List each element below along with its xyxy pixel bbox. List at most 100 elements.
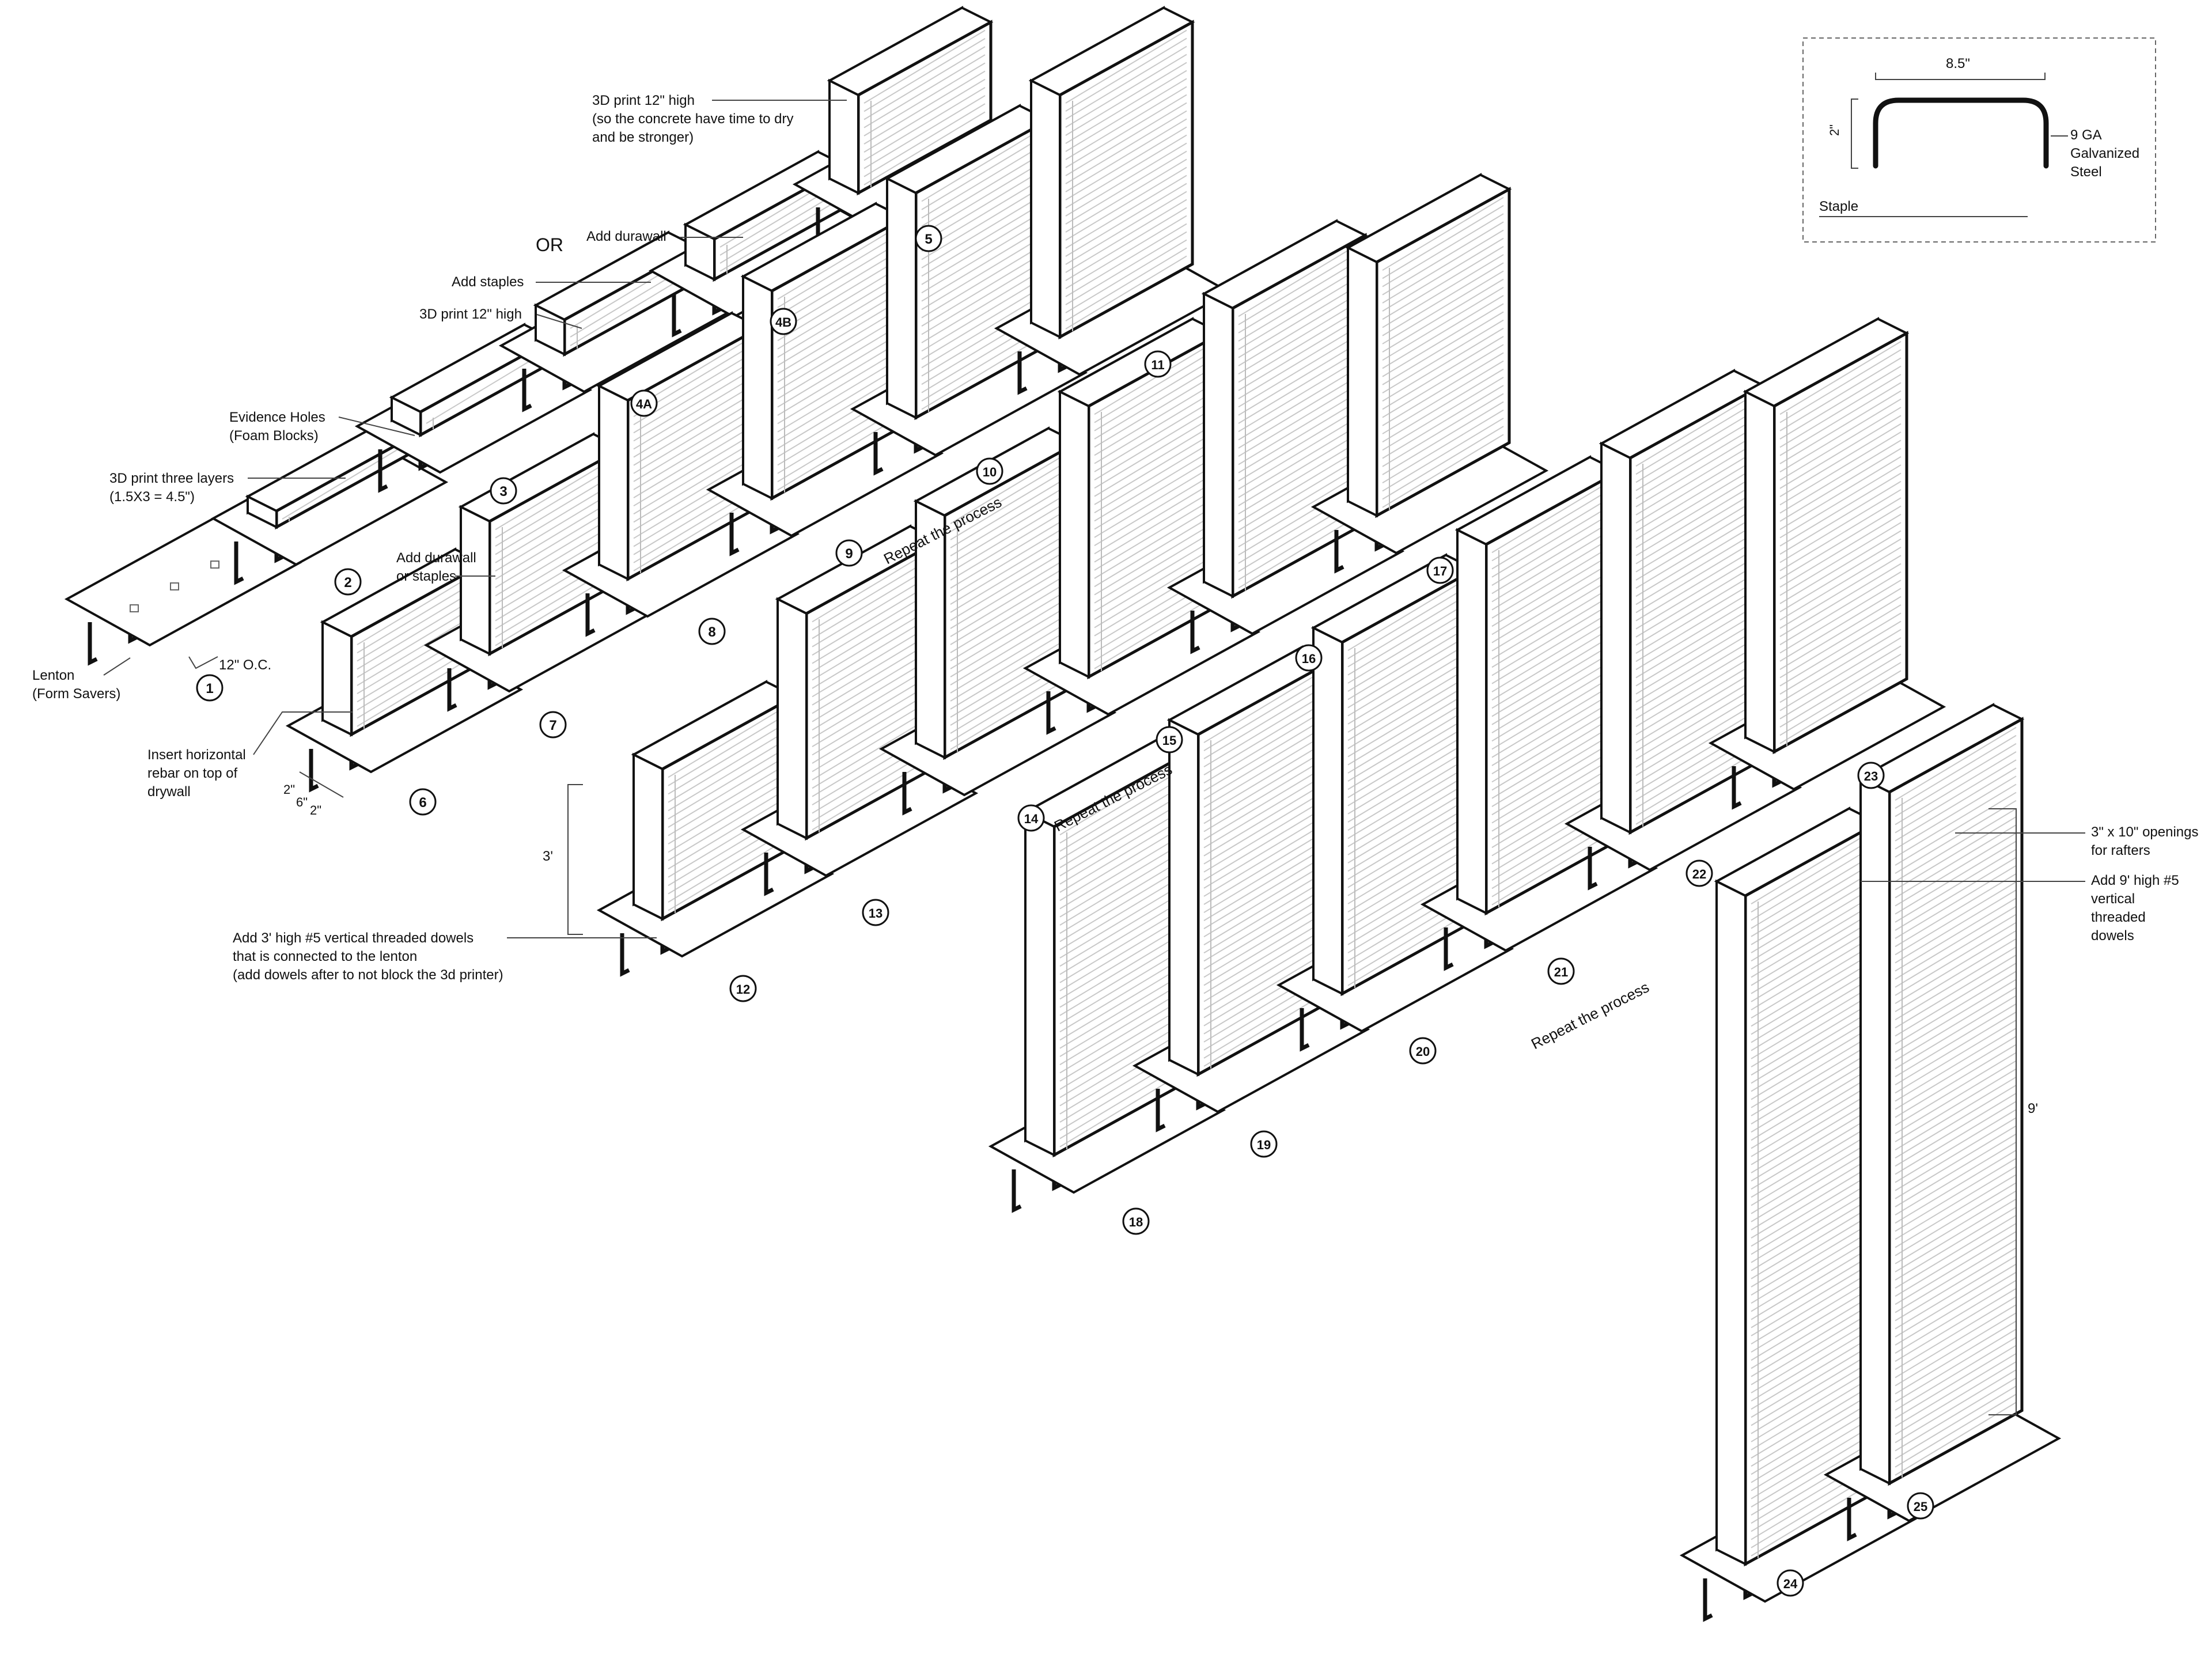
print-layer-line (1635, 571, 1758, 646)
print-layer-line (1382, 327, 1504, 402)
print-layer-line (1382, 401, 1504, 475)
print-layer-line (357, 588, 479, 662)
step-number-circle (539, 711, 567, 739)
step-number-circle (698, 618, 726, 645)
dim-3ft-label: 3' (543, 849, 553, 864)
print-layer-line (777, 242, 899, 317)
print-layer-line (1751, 1034, 1873, 1108)
wall-end-face (1347, 245, 1378, 518)
print-layer-line (1059, 761, 1181, 836)
print-layer-line (1895, 1287, 2017, 1362)
wall-block-step-14 (878, 426, 1117, 816)
step-number-circle (1409, 1037, 1437, 1065)
print-layer-line (777, 416, 899, 491)
print-layer-line (1779, 547, 1902, 621)
lenton-leg (1847, 1498, 1857, 1542)
print-layer-line (1238, 366, 1360, 441)
step-number-22: 22 (1685, 859, 1713, 887)
annotation-durawall-or-staples: Add durawall or staples (396, 550, 495, 584)
print-layer-line (921, 294, 1043, 369)
print-layer-line (1895, 775, 2017, 850)
lenton-leg (522, 369, 532, 412)
print-layer-line (1059, 1024, 1181, 1099)
step-number-18: 18 (1122, 1207, 1150, 1235)
print-layer-line (1751, 1254, 1873, 1328)
print-layer-line (950, 490, 1072, 565)
print-layer-line (668, 712, 790, 786)
print-layer-line (1059, 942, 1181, 1016)
print-layer-line (1751, 1115, 1873, 1190)
print-layer-line (1203, 782, 1325, 857)
print-layer-line (633, 359, 755, 434)
print-layer-line (1238, 383, 1360, 457)
print-layer-line (950, 450, 1072, 524)
dim-2in-a: 2" (283, 782, 295, 797)
lenton-leg (1046, 691, 1056, 735)
print-layer-line (1895, 726, 2017, 801)
print-layer-line (1751, 936, 1873, 1010)
print-layer-line (1238, 358, 1360, 433)
print-layer-line (1635, 612, 1758, 687)
print-layer-line (1779, 365, 1902, 440)
print-layer-line (1895, 1353, 2017, 1427)
print-layer-line (777, 275, 899, 350)
print-layer-line (357, 571, 479, 646)
print-layer-line (921, 211, 1043, 285)
print-layer-line (950, 619, 1072, 694)
wall-end-face (886, 176, 917, 420)
print-layer-line (1751, 1018, 1873, 1092)
print-layer-line (1203, 726, 1325, 800)
step-number-text: 15 (1162, 733, 1176, 748)
print-layer-line (1895, 1369, 2017, 1444)
print-layer-line (1382, 418, 1504, 492)
print-layer-line (1065, 62, 1187, 136)
print-layer-line (1059, 786, 1181, 860)
print-layer-line (1382, 368, 1504, 443)
print-layer-line (1347, 577, 1469, 652)
print-layer-line (495, 514, 617, 588)
print-layer-line (1059, 876, 1181, 951)
print-layer-line (633, 384, 755, 458)
dowels-9ft-sub-label-1: vertical (2091, 891, 2135, 907)
print-layer-line (1059, 925, 1181, 1000)
wall-end-face (1059, 389, 1090, 679)
print-layer-line (1059, 770, 1181, 844)
print-layer-line (1635, 669, 1758, 744)
print-layer-line (1238, 374, 1360, 449)
print-layer-line (1895, 1174, 2017, 1248)
print-layer-line (1895, 1003, 2017, 1077)
print-layer-line (1065, 199, 1187, 273)
step-number-20: 20 (1409, 1037, 1437, 1065)
print-layer-line (1059, 794, 1181, 869)
annotation-lenton: Lenton (Form Savers) (32, 657, 131, 702)
print-layer-line (1751, 1441, 1873, 1516)
print-layer-line (1895, 1084, 2017, 1159)
print-layer-line (1094, 448, 1216, 522)
print-layer-line (1347, 814, 1469, 888)
print-layer-line (1238, 300, 1360, 375)
step-number-circle (1017, 804, 1045, 832)
annotation-dowels-9ft: Add 9' high #5 vertical threaded dowels (1861, 873, 2179, 944)
print-layer-line (1059, 819, 1181, 893)
print-layer-line (1491, 593, 1613, 668)
print-layer-line (1895, 1052, 2017, 1126)
step-number-circle (334, 568, 362, 596)
print-layer-line (1751, 1099, 1873, 1173)
print-layer-line (1751, 847, 1873, 921)
print-layer-line (1203, 936, 1325, 1010)
step-number-text: 24 (1783, 1577, 1798, 1591)
staple-height-label: 2" (1827, 124, 1842, 136)
print-layer-line (1491, 503, 1613, 578)
step-number-14: 14 (1017, 804, 1045, 832)
wall-end-face (321, 620, 353, 737)
print-layer-line (777, 251, 899, 325)
print-layer-line (1751, 1124, 1873, 1198)
print-layer-line (1065, 166, 1187, 241)
print-layer-line (1491, 610, 1613, 684)
print-layer-line (1751, 1026, 1873, 1100)
print-layer-line (1347, 846, 1469, 921)
staple-width-label: 8.5" (1946, 56, 1970, 71)
print-layer-line (1094, 554, 1216, 628)
print-layer-line (1094, 357, 1216, 431)
print-layer-line (668, 795, 790, 870)
